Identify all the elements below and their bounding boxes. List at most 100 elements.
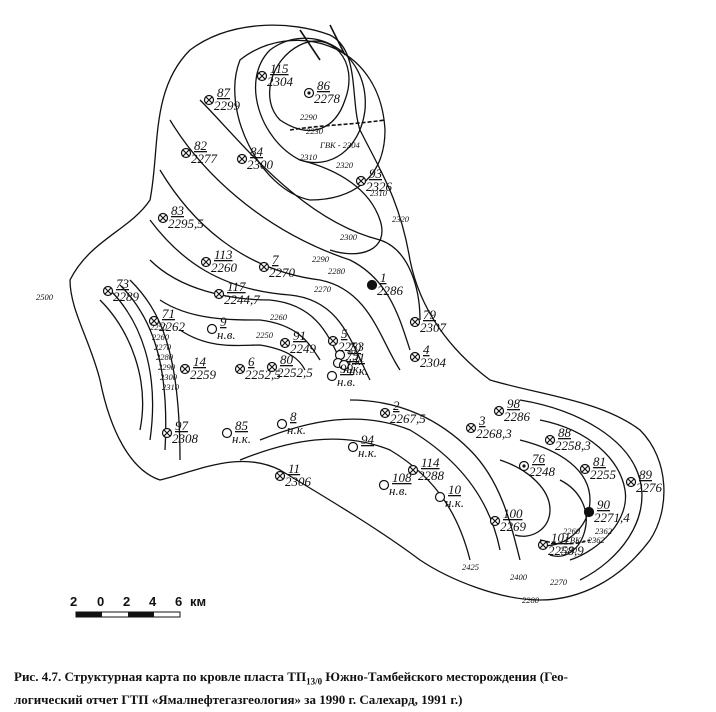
contour-label: 2270 bbox=[314, 284, 332, 294]
east-contour-2 bbox=[539, 419, 627, 561]
well-number: 108 bbox=[392, 470, 412, 485]
well-value: 2248 bbox=[529, 464, 556, 479]
fault-north bbox=[299, 24, 346, 61]
well-value: 2299 bbox=[214, 98, 241, 113]
well-marker bbox=[206, 323, 218, 335]
well-number: 3 bbox=[478, 413, 486, 428]
well-number: 91 bbox=[293, 328, 306, 343]
well-value: 2306 bbox=[285, 474, 312, 489]
well-cross bbox=[104, 287, 112, 295]
caption-text-1b: Южно-Тамбейского месторождения (Гео- bbox=[322, 669, 568, 684]
well-value: 2252,5 bbox=[277, 365, 313, 380]
contour-label: 2270 bbox=[550, 577, 568, 587]
contour-2280 bbox=[149, 219, 371, 381]
contour-label: 2270 bbox=[154, 342, 172, 352]
well-94: 94н.к. bbox=[347, 432, 377, 460]
well-dot bbox=[307, 91, 311, 95]
east-contour-5 bbox=[549, 479, 587, 557]
well-marker bbox=[326, 370, 338, 382]
well-cross bbox=[539, 541, 547, 549]
south-contour-2 bbox=[259, 418, 501, 551]
contour-2310-mid bbox=[199, 99, 421, 321]
well-99: 99н.в. bbox=[326, 361, 356, 389]
well-number: 80 bbox=[280, 352, 294, 367]
scale-bar: 2 0 2 4 6 км bbox=[70, 594, 206, 618]
well-marker bbox=[276, 418, 288, 430]
well-number: 117 bbox=[227, 279, 246, 294]
well-value: 2258,9 bbox=[548, 543, 584, 558]
scale-tick: 2 bbox=[123, 594, 130, 609]
well-10: 10н.к. bbox=[434, 482, 464, 510]
well-number: 115 bbox=[270, 61, 289, 76]
well-number: 70 bbox=[348, 340, 362, 355]
well-value: н.к. bbox=[445, 495, 464, 510]
well-marker bbox=[338, 359, 350, 371]
well-cross bbox=[268, 363, 276, 371]
contour-label: 2310 bbox=[370, 188, 388, 198]
contour-label: 2280 bbox=[522, 595, 540, 605]
well-dot bbox=[522, 464, 526, 468]
caption-subscript: 13/0 bbox=[306, 676, 323, 687]
well-number: 81 bbox=[593, 454, 606, 469]
east-contour-1 bbox=[519, 399, 643, 581]
scale-tick: 0 bbox=[97, 594, 104, 609]
contour-2260 bbox=[159, 299, 321, 361]
well-cross bbox=[495, 407, 503, 415]
well-cross bbox=[281, 339, 289, 347]
well-value: 2269 bbox=[500, 519, 527, 534]
well-8: 8н.к. bbox=[276, 409, 306, 437]
well-cross bbox=[467, 424, 475, 432]
well-value: н.в. bbox=[337, 374, 356, 389]
figure-caption: Рис. 4.7. Структурная карта по кровле пл… bbox=[14, 668, 704, 708]
scale-tick: 6 bbox=[175, 594, 182, 609]
well-number: 75 bbox=[346, 348, 360, 363]
well-cross bbox=[411, 353, 419, 361]
well-number: 76 bbox=[532, 451, 546, 466]
well-value: 2267,5 bbox=[390, 411, 426, 426]
well-value: н.к. bbox=[287, 422, 306, 437]
well-number: 2 bbox=[393, 398, 400, 413]
well-cross bbox=[581, 465, 589, 473]
contour-label: 2290 bbox=[158, 362, 176, 372]
scale-tick: 4 bbox=[149, 594, 157, 609]
west-contours-4 bbox=[129, 279, 181, 461]
well-cross bbox=[258, 72, 266, 80]
contour-label: 2500 bbox=[36, 292, 54, 302]
well-70: 70н.к. bbox=[334, 340, 364, 368]
well-value: 2307 bbox=[420, 320, 447, 335]
well-number: 93 bbox=[369, 166, 383, 181]
well-value: 2258,3 bbox=[555, 438, 591, 453]
well-value: 2249 bbox=[290, 341, 317, 356]
well-cross bbox=[238, 155, 246, 163]
well-number: 82 bbox=[194, 138, 208, 153]
contour-label: 2260 bbox=[563, 526, 581, 536]
well-cross bbox=[181, 365, 189, 373]
contour-label: 2320 bbox=[392, 214, 410, 224]
caption-line-1: Рис. 4.7. Структурная карта по кровле пл… bbox=[14, 668, 704, 691]
well-value: 2295,5 bbox=[168, 216, 204, 231]
west-contours-3 bbox=[119, 284, 167, 451]
caption-text-1: Рис. 4.7. Структурная карта по кровле пл… bbox=[14, 669, 307, 684]
west-contours-1 bbox=[99, 299, 144, 431]
well-number: 94 bbox=[361, 432, 375, 447]
well-9: 9н.в. bbox=[206, 314, 236, 342]
well-value: 2255 bbox=[590, 467, 617, 482]
well-cross bbox=[329, 337, 337, 345]
well-number: 1 bbox=[380, 270, 387, 285]
scale-unit: км bbox=[190, 594, 206, 609]
well-number: 71 bbox=[162, 306, 175, 321]
well-number: 100 bbox=[503, 506, 523, 521]
